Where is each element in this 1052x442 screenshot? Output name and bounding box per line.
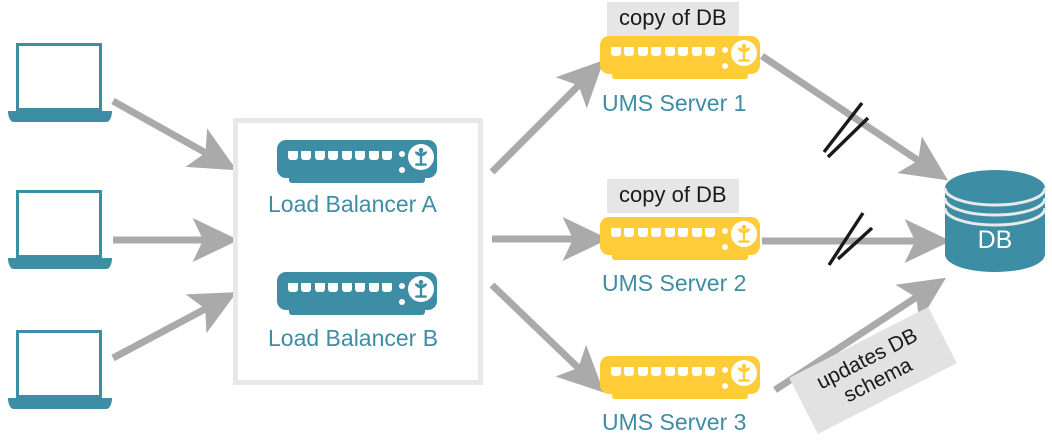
- device-foot: [612, 70, 748, 79]
- laptop-screen-icon: [16, 190, 102, 258]
- arrow-lb-to-server1: [489, 60, 604, 175]
- device-ports-icon: [611, 228, 715, 238]
- arrow-client1-to-lb: [111, 97, 237, 171]
- server1-copy-of-db-tag: copy of DB: [607, 2, 739, 36]
- ums-server-1-icon[interactable]: [600, 36, 760, 84]
- device-status-dots-icon: [722, 367, 728, 389]
- device-ports-icon: [611, 367, 715, 377]
- device-foot: [289, 306, 425, 315]
- ums-server-3-icon[interactable]: [600, 356, 760, 404]
- laptop-screen-icon: [16, 330, 102, 398]
- laptop-screen-icon: [16, 43, 102, 111]
- updates-db-schema-annotation: updates DB schema: [789, 307, 957, 435]
- device-ports-icon: [611, 47, 715, 57]
- ums-server-1-label: UMS Server 1: [602, 90, 747, 116]
- load-balancer-b-icon[interactable]: [277, 272, 437, 320]
- load-balancer-a-label: Load Balancer A: [268, 191, 437, 217]
- ums-server-2-label: UMS Server 2: [602, 270, 747, 296]
- laptop-base-icon: [8, 111, 112, 122]
- server2-copy-of-db-tag: copy of DB: [607, 179, 739, 213]
- network-hub-icon: [731, 221, 757, 247]
- device-status-dots-icon: [399, 151, 405, 173]
- device-foot: [612, 390, 748, 399]
- arrow-server1-to-db: [760, 53, 948, 181]
- ums-server-2-icon[interactable]: [600, 217, 760, 265]
- device-status-dots-icon: [399, 283, 405, 305]
- network-hub-icon: [408, 276, 434, 302]
- network-hub-icon: [731, 40, 757, 66]
- ums-server-3-label: UMS Server 3: [602, 409, 747, 435]
- laptop-base-icon: [8, 258, 112, 269]
- network-hub-icon: [731, 360, 757, 386]
- load-balancer-a-icon[interactable]: [277, 140, 437, 188]
- load-balancer-b-label: Load Balancer B: [268, 325, 439, 351]
- break-slash-server1-a: [822, 101, 864, 154]
- break-slash-server2-b: [836, 226, 874, 261]
- device-foot: [612, 251, 748, 260]
- laptop-base-icon: [8, 398, 112, 409]
- network-hub-icon: [408, 144, 434, 170]
- database-label: DB: [977, 226, 1013, 254]
- break-slash-server2-a: [827, 212, 865, 266]
- device-ports-icon: [288, 283, 392, 293]
- device-status-dots-icon: [722, 228, 728, 250]
- arrow-lb-to-server3: [489, 282, 605, 393]
- shared-database-icon[interactable]: DB: [943, 168, 1047, 274]
- break-slash-server1-b: [826, 116, 870, 159]
- arrow-client3-to-lb: [111, 292, 237, 362]
- device-status-dots-icon: [722, 47, 728, 69]
- device-ports-icon: [288, 151, 392, 161]
- device-foot: [289, 174, 425, 183]
